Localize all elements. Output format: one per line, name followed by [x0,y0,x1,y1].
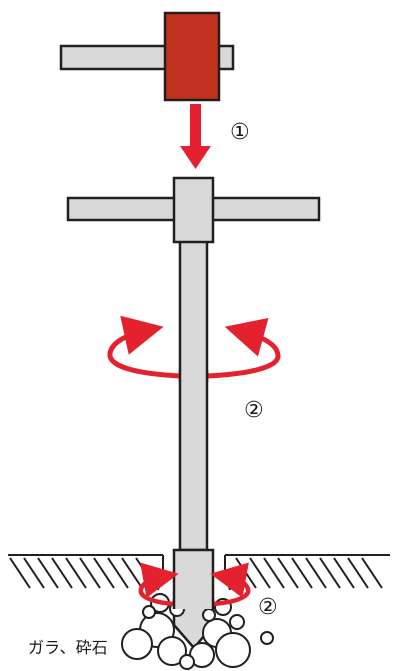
step2-marker: ② [244,398,264,423]
hammer-head [165,13,219,100]
debris-label: ガラ、砕石 [28,638,108,657]
insert-arrow [180,104,211,169]
rod-overlap [180,370,207,382]
ground-surface-right [225,555,390,588]
rod-shaft [180,238,207,550]
boring-rod [68,178,319,550]
step1-marker: ① [230,120,250,145]
hammer-tool [61,13,233,100]
step2-marker-bottom: ② [258,595,278,620]
t-handle-socket [174,178,213,242]
tip-overlap [174,598,213,609]
ground-surface-left [8,555,163,588]
